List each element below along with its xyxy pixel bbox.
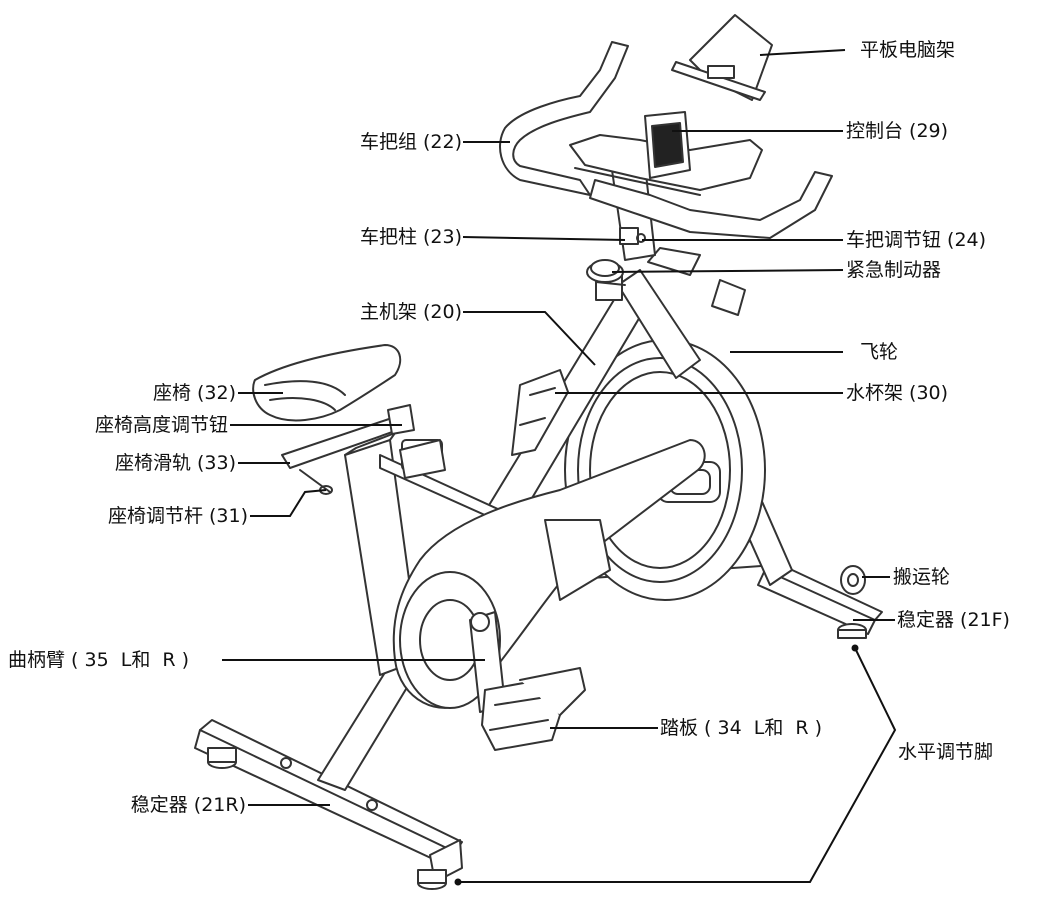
label-seat-lever: 座椅调节杆 (31) — [107, 505, 248, 527]
leader-handlebar-post — [462, 236, 626, 241]
leader-dot-front-foot — [851, 644, 859, 652]
bottle-holder-shape — [511, 369, 569, 456]
main-frame-shape — [479, 247, 746, 536]
saddle-shape — [252, 344, 402, 422]
leader-main-frame — [463, 311, 596, 366]
label-handlebar: 车把组 (22) — [359, 131, 462, 153]
console-shape — [644, 111, 691, 179]
label-pedal: 踏板 ( 34 L和 R ) — [660, 717, 823, 739]
emergency-brake-shape — [586, 259, 626, 301]
label-main-frame: 主机架 (20) — [359, 301, 462, 323]
leader-emergency-brake — [611, 269, 844, 273]
label-tablet-holder: 平板电脑架 — [860, 39, 956, 61]
label-crank-arm: 曲柄臂 ( 35 L和 R ) — [8, 649, 190, 671]
label-handlebar-post: 车把柱 (23) — [359, 226, 462, 248]
leader-seat-lever — [250, 489, 327, 517]
label-rear-stabilizer: 稳定器 (21R) — [130, 794, 246, 816]
label-transport-wheel: 搬运轮 — [893, 566, 951, 588]
leader-leveling-foot — [458, 647, 897, 883]
leader-tablet-holder — [759, 49, 846, 56]
leader-dots — [454, 644, 859, 886]
tablet-holder-shape — [671, 14, 773, 101]
pedal-shape — [481, 667, 586, 751]
leader-lines — [222, 49, 897, 883]
label-seat-height-knob: 座椅高度调节钮 — [94, 414, 228, 436]
rear-stabilizer-shape — [194, 719, 463, 890]
transport-wheel-shape — [840, 565, 866, 595]
label-leveling-foot: 水平调节脚 — [898, 741, 994, 763]
label-bottle-holder: 水杯架 (30) — [846, 382, 949, 404]
leader-dot-rear-foot — [454, 878, 462, 886]
label-flywheel: 飞轮 — [860, 341, 899, 363]
label-front-stabilizer: 稳定器 (21F) — [897, 609, 1010, 631]
label-seat: 座椅 (32) — [152, 382, 236, 404]
label-handlebar-knob: 车把调节钮 (24) — [846, 229, 987, 251]
label-seat-slide: 座椅滑轨 (33) — [114, 452, 236, 474]
label-console: 控制台 (29) — [846, 120, 949, 142]
pedal-right-shape — [399, 439, 446, 479]
label-emergency-brake: 紧急制动器 — [846, 259, 942, 281]
